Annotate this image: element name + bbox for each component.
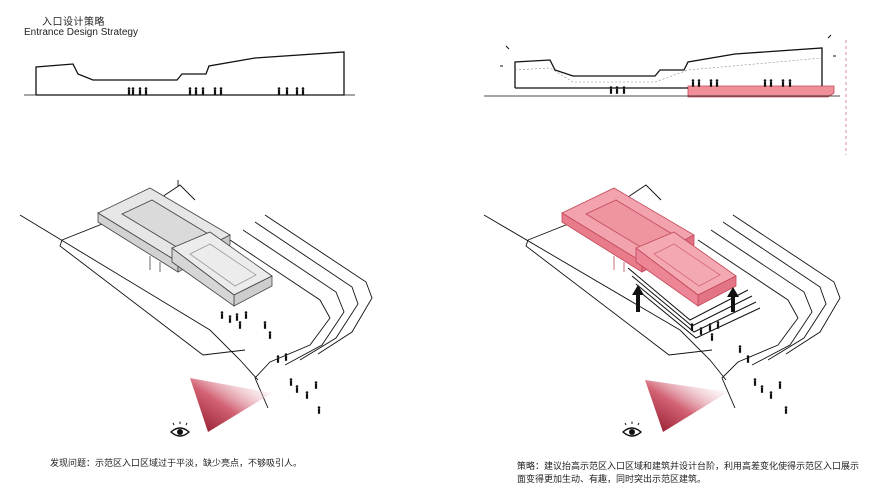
site-plan-before bbox=[19, 180, 373, 409]
page-title-cn: 入口设计策略 bbox=[42, 17, 105, 28]
elevation-after bbox=[484, 34, 847, 155]
view-cone-before bbox=[190, 378, 272, 432]
view-cone-after bbox=[645, 380, 728, 432]
arrow-up-icon bbox=[632, 285, 739, 312]
elevation-before-people bbox=[127, 87, 305, 95]
building-before bbox=[97, 187, 273, 307]
building-after bbox=[561, 187, 737, 307]
eye-icon bbox=[622, 420, 642, 437]
page-title-en: Entrance Design Strategy bbox=[24, 27, 138, 38]
caption-strategy: 策略：建议抬高示范区入口区域和建筑并设计台阶，利用高差变化使得示范区入口展示面变… bbox=[517, 461, 860, 484]
elevation-before bbox=[24, 51, 355, 96]
caption-problem: 发现问题：示范区入口区域过于平淡，缺少亮点，不够吸引人。 bbox=[50, 458, 303, 468]
eye-icon bbox=[170, 420, 190, 437]
